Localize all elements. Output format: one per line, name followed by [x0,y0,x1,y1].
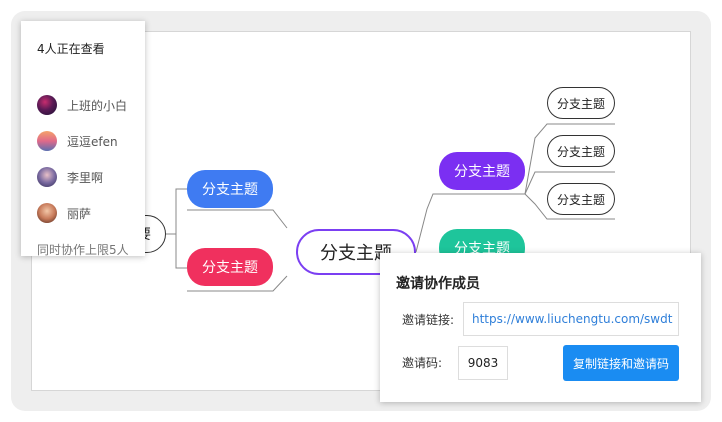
leaf-node-label: 分支主题 [556,144,605,159]
connector-a-center [187,209,288,229]
connector-root-a [166,188,187,235]
branch-node-label: 分支主题 [202,260,258,276]
connector-c-leaf3 [524,193,615,220]
invite-title: 邀请协作成员 [396,276,480,292]
viewers-title: 4人正在查看 [37,42,105,56]
viewer-name: 上班的小白 [67,98,128,113]
viewer-name: 李里啊 [67,170,104,185]
avatar-photo-icon [37,131,57,151]
avatar-photo-icon [37,167,57,187]
connector-b-center [187,275,288,292]
viewer-item[interactable]: 逗逗efen [37,130,118,152]
viewer-item[interactable]: 上班的小白 [37,94,127,116]
branch-node-a[interactable]: 分支主题 [187,170,273,208]
invite-link-label: 邀请链接: [402,313,455,327]
center-node-label: 分支主题 [320,243,392,264]
viewer-name: 逗逗efen [67,134,118,149]
leaf-node-label: 分支主题 [556,192,605,207]
leaf-node-3[interactable]: 分支主题 [547,183,615,215]
leaf-node-1[interactable]: 分支主题 [547,87,615,119]
viewer-item[interactable]: 丽萨 [37,202,91,224]
branch-node-label: 分支主题 [202,182,258,198]
viewers-panel: 4人正在查看 上班的小白 逗逗efen 李里啊 丽萨 同时协作上限5人 [21,21,145,257]
connector-c-leaf1 [524,123,615,195]
connector-center-c [415,193,525,253]
connector-root-b [175,234,187,269]
invite-link-field[interactable]: https://www.liuchengtu.com/swdt [463,302,679,336]
leaf-node-label: 分支主题 [556,96,605,111]
connector-c-leaf2 [524,171,615,195]
leaf-node-2[interactable]: 分支主题 [547,135,615,167]
branch-node-c[interactable]: 分支主题 [439,152,525,190]
invite-panel: 邀请协作成员 邀请链接: https://www.liuchengtu.com/… [380,253,701,402]
viewers-limit-text: 同时协作上限5人 [37,243,129,257]
copy-link-and-code-button[interactable]: 复制链接和邀请码 [563,345,679,381]
invite-code-label: 邀请码: [402,356,443,370]
viewer-item[interactable]: 李里啊 [37,166,103,188]
branch-node-label: 分支主题 [454,164,510,180]
viewer-name: 丽萨 [67,206,92,221]
avatar-photo-icon [37,95,57,115]
invite-code-field[interactable]: 9083 [458,346,508,380]
branch-node-b[interactable]: 分支主题 [187,248,273,286]
avatar-photo-icon [37,203,57,223]
